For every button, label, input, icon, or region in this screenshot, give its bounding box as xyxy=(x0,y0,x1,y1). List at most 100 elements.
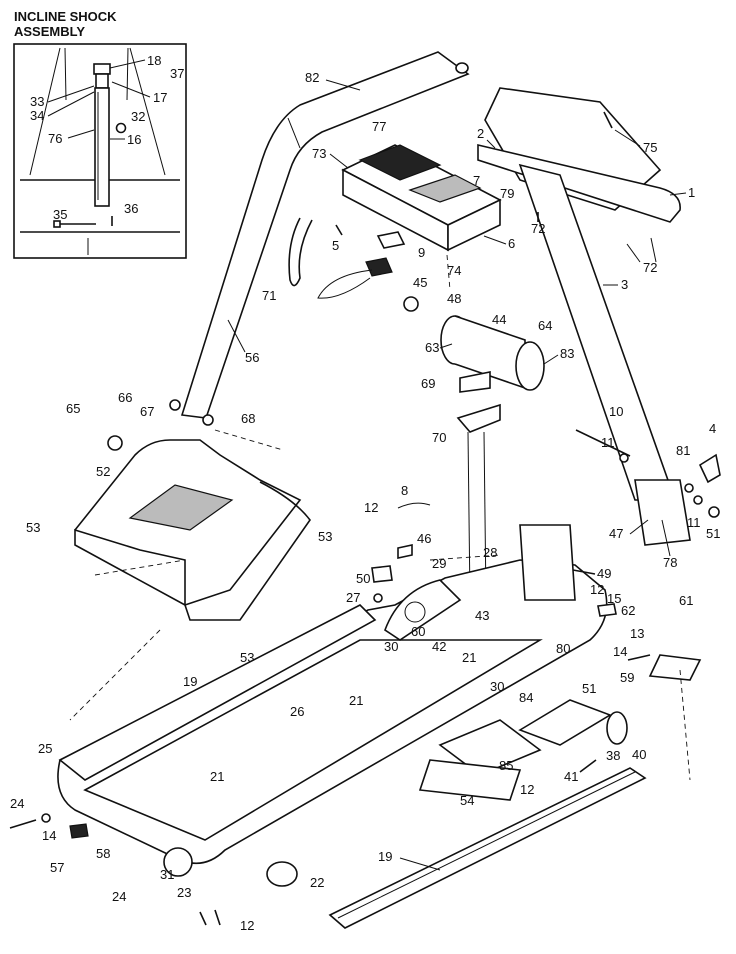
shock-nut xyxy=(115,122,127,134)
callout-label: 83 xyxy=(560,346,574,361)
callout-label: 77 xyxy=(372,119,386,134)
callout-label: 12 xyxy=(364,500,378,515)
callout-label: 57 xyxy=(50,860,64,875)
callout-label: 19 xyxy=(183,674,197,689)
assembly-guide-lines xyxy=(69,429,691,781)
callout-label: 53 xyxy=(318,529,332,544)
shock-cap xyxy=(93,63,111,75)
callout-label: 7 xyxy=(473,173,480,188)
callout-label: 33 xyxy=(30,94,44,109)
callout-label: 9 xyxy=(418,245,425,260)
front-roller-end xyxy=(163,847,193,877)
console-display xyxy=(358,144,442,181)
left-handrail-assembly: 82 56 xyxy=(180,51,470,419)
callout-label: 17 xyxy=(153,90,167,105)
callout-label: 58 xyxy=(96,846,110,861)
callout-label: 50 xyxy=(356,571,370,586)
front-wheel xyxy=(266,861,298,887)
callout-label: 38 xyxy=(606,748,620,763)
callout-label: 15 xyxy=(607,591,621,606)
motor-endcap xyxy=(515,341,545,391)
callout-label: 21 xyxy=(349,693,363,708)
callout-label: 30 xyxy=(384,639,398,654)
callout-label: 56 xyxy=(245,350,259,365)
callout-label: 35 xyxy=(53,207,67,222)
callout-label: 40 xyxy=(632,747,646,762)
drive-pulley xyxy=(384,579,462,641)
left-handrail xyxy=(180,51,470,419)
callout-label: 21 xyxy=(210,769,224,784)
callout-label: 47 xyxy=(609,526,623,541)
right-side-rail xyxy=(328,767,647,929)
callout-label: 3 xyxy=(621,277,628,292)
callout-label: 1 xyxy=(688,185,695,200)
callout-label: 65 xyxy=(66,401,80,416)
callout-label: 71 xyxy=(262,288,276,303)
callout-label: 64 xyxy=(538,318,552,333)
callout-label: 24 xyxy=(10,796,24,811)
callout-label: 23 xyxy=(177,885,191,900)
callout-label: 16 xyxy=(127,132,141,147)
callout-label: 69 xyxy=(421,376,435,391)
inset-frame xyxy=(13,43,187,259)
callout-label: 44 xyxy=(492,312,506,327)
callout-label: 74 xyxy=(447,263,461,278)
callout-label: 85 xyxy=(499,758,513,773)
handlebar-crossbar xyxy=(477,143,681,223)
incline-shock-inset: INCLINE SHOCK ASSEMBLY 18 37 17 33 34 32… xyxy=(13,9,187,259)
running-deck xyxy=(83,639,543,841)
callout-label: 41 xyxy=(564,769,578,784)
callout-label: 81 xyxy=(676,443,690,458)
callout-label: 21 xyxy=(462,650,476,665)
callout-label: 26 xyxy=(290,704,304,719)
callout-label: 48 xyxy=(447,291,461,306)
callout-label: 11 xyxy=(601,435,615,450)
right-upright-assembly: 2 1 75 72 72 3 10 11 81 4 11 51 47 78 xyxy=(477,87,721,570)
callout-label: 70 xyxy=(432,430,446,445)
callout-label: 30 xyxy=(490,679,504,694)
callout-label: 5 xyxy=(332,238,339,253)
callout-label: 12 xyxy=(240,918,254,933)
motor-assembly: 45 44 64 63 83 69 70 xyxy=(403,275,574,601)
callout-label: 51 xyxy=(706,526,720,541)
callout-label: 82 xyxy=(305,70,319,85)
callout-label: 72 xyxy=(643,260,657,275)
callout-label: 66 xyxy=(118,390,132,405)
callout-label: 61 xyxy=(679,593,693,608)
callout-label: 10 xyxy=(609,404,623,419)
shock-body xyxy=(94,87,110,207)
safety-key-lanyard xyxy=(288,217,313,287)
callout-label: 11 xyxy=(687,515,701,530)
callout-label: 27 xyxy=(346,590,360,605)
callout-label: 14 xyxy=(42,828,56,843)
callout-label: 75 xyxy=(643,140,657,155)
callout-label: 52 xyxy=(96,464,110,479)
callout-label: 42 xyxy=(432,639,446,654)
callout-label: 49 xyxy=(597,566,611,581)
inset-title-line2: ASSEMBLY xyxy=(14,24,85,39)
callout-label: 45 xyxy=(413,275,427,290)
left-side-rail xyxy=(58,604,377,781)
callout-label: 54 xyxy=(460,793,474,808)
callout-label: 24 xyxy=(112,889,126,904)
callout-label: 59 xyxy=(620,670,634,685)
callout-label: 4 xyxy=(709,421,716,436)
inset-title-line1: INCLINE SHOCK xyxy=(14,9,117,24)
callout-label: 32 xyxy=(131,109,145,124)
rear-wheel xyxy=(606,711,628,745)
callout-label: 28 xyxy=(483,545,497,560)
callout-label: 6 xyxy=(508,236,515,251)
incline-knob xyxy=(698,453,721,484)
callout-label: 12 xyxy=(590,582,604,597)
callout-label: 18 xyxy=(147,53,161,68)
callout-label: 34 xyxy=(30,108,44,123)
callout-label: 19 xyxy=(378,849,392,864)
rear-foot-pad xyxy=(648,654,702,681)
callout-label: 13 xyxy=(630,626,644,641)
callout-label: 60 xyxy=(411,624,425,639)
callout-label: 43 xyxy=(475,608,489,623)
callout-label: 63 xyxy=(425,340,439,355)
rear-upright-bracket xyxy=(519,524,576,601)
callout-label: 76 xyxy=(48,131,62,146)
